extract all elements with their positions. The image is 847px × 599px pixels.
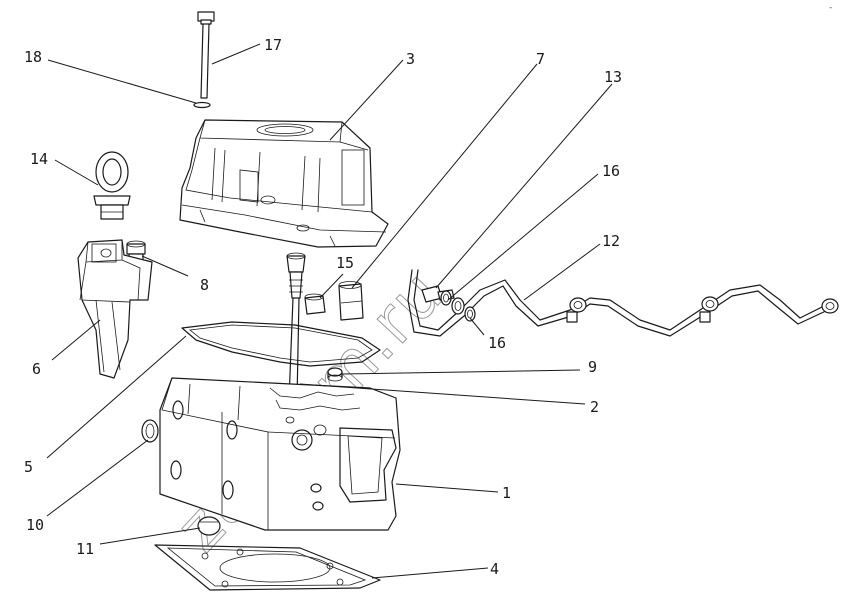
leader-lines <box>46 43 613 579</box>
part-4-head-gasket <box>154 544 381 591</box>
callout-17: 17 <box>264 36 282 54</box>
callout-4: 4 <box>490 560 499 578</box>
callout-10: 10 <box>26 516 44 534</box>
callout-14: 14 <box>30 150 48 168</box>
callout-18: 18 <box>24 48 42 66</box>
corner-mark: - <box>828 3 833 13</box>
callout-16-upper: 16 <box>602 162 620 180</box>
callout-3: 3 <box>406 50 415 68</box>
part-2-injector <box>286 252 306 401</box>
part-10-plug <box>141 419 159 443</box>
part-7-nut <box>338 281 364 321</box>
part-12-fuel-pipe <box>407 269 839 337</box>
callout-1: 1 <box>502 484 511 502</box>
callout-labels: 17 18 3 7 13 16 12 16 14 8 15 6 5 9 2 10… <box>24 36 622 578</box>
part-15-sleeve <box>304 293 326 315</box>
callout-15: 15 <box>336 254 354 272</box>
part-17-bolt <box>197 11 215 99</box>
callout-11: 11 <box>76 540 94 558</box>
callout-7: 7 <box>536 50 545 68</box>
callout-6: 6 <box>32 360 41 378</box>
part-14-lifting-eye <box>93 151 131 220</box>
part-9-seal <box>327 367 343 382</box>
part-6-bracket <box>77 239 153 379</box>
part-3-valve-cover <box>179 119 389 248</box>
callout-12: 12 <box>602 232 620 250</box>
callout-9: 9 <box>588 358 597 376</box>
part-18-washer <box>193 101 211 109</box>
callout-5: 5 <box>24 458 33 476</box>
callout-16-lower: 16 <box>488 334 506 352</box>
part-11-cap <box>197 516 221 536</box>
part-1-cylinder-head <box>159 377 401 531</box>
callout-13: 13 <box>604 68 622 86</box>
part-5-gasket <box>181 321 381 367</box>
callout-2: 2 <box>590 398 599 416</box>
part-16-washers <box>440 290 476 322</box>
callout-8: 8 <box>200 276 209 294</box>
